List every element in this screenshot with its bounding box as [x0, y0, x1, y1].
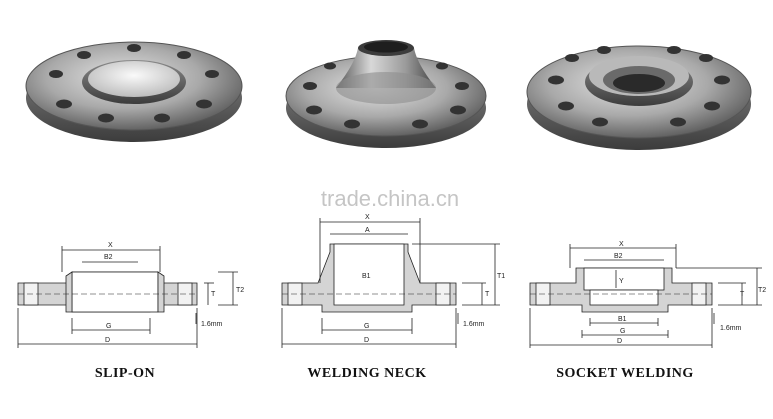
dim-x: X [108, 242, 113, 249]
socket-welding-section-drawing [529, 244, 762, 348]
watermark-text: trade.china.cn [320, 186, 460, 211]
dim-t: T [740, 291, 745, 298]
dim-g: G [106, 323, 111, 330]
welding-neck-dimension-labels: X A B1 G D T1 T 1.6mm [362, 214, 505, 344]
caption-welding-neck: WELDING NECK [307, 366, 427, 381]
dim-x: X [365, 214, 370, 221]
welding-neck-flange-photo [285, 40, 487, 148]
dim-t1: T1 [497, 273, 505, 280]
dim-gap: 1.6mm [720, 325, 742, 332]
dim-b2: B2 [614, 253, 623, 260]
dim-t: T [211, 291, 216, 298]
dim-gap: 1.6mm [463, 321, 485, 328]
caption-socket-welding: SOCKET WELDING [556, 366, 694, 381]
slip-on-section-drawing [17, 246, 238, 348]
caption-slip-on: SLIP-ON [94, 366, 156, 381]
dim-d: D [364, 337, 369, 344]
dim-t2: T2 [236, 287, 244, 294]
slip-on-flange-photo [25, 41, 243, 142]
socket-welding-dimension-labels: X B2 Y B1 G D T2 T 1.6mm [614, 241, 766, 345]
dim-g: G [620, 328, 625, 335]
dim-a: A [365, 227, 370, 234]
dim-b2: B2 [104, 254, 113, 261]
dim-b1: B1 [618, 316, 627, 323]
dim-d: D [617, 338, 622, 345]
dim-t2: T2 [758, 287, 766, 294]
welding-neck-section-drawing [281, 218, 500, 348]
dim-gap: 1.6mm [201, 321, 223, 328]
slip-on-dimension-labels: X B2 G D T2 T 1.6mm [104, 242, 244, 344]
dim-x: X [619, 241, 624, 248]
dim-g: G [364, 323, 369, 330]
dim-t: T [485, 291, 490, 298]
dim-b1: B1 [362, 273, 371, 280]
dim-y: Y [619, 278, 624, 285]
socket-welding-flange-photo [526, 45, 752, 150]
dim-d: D [105, 337, 110, 344]
